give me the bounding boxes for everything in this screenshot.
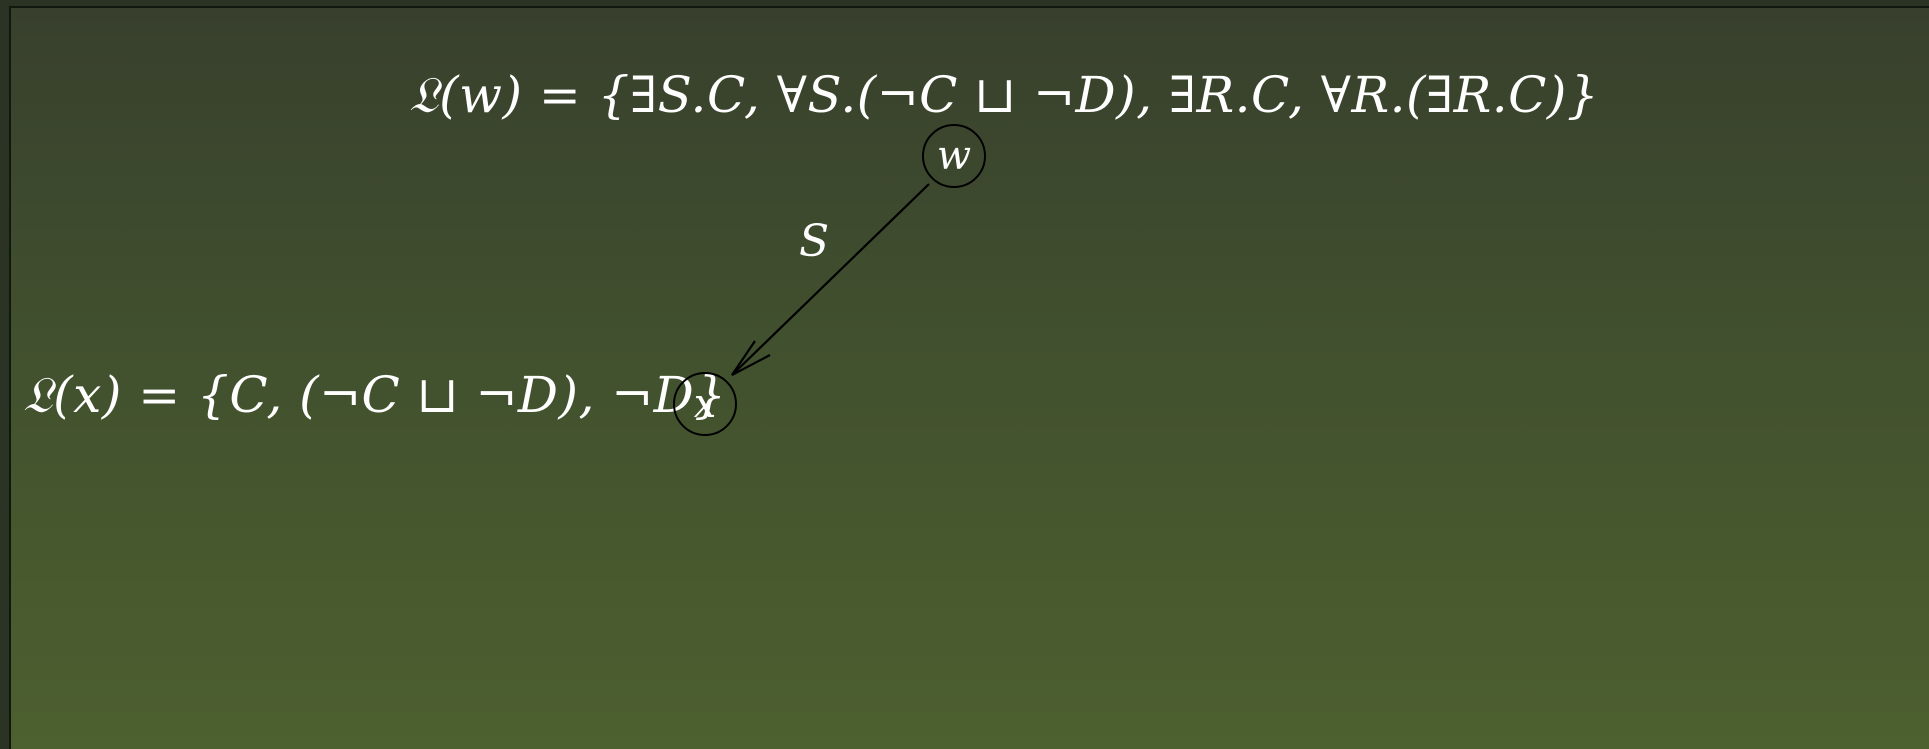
node-x-name: x — [693, 381, 717, 427]
node-x: x — [673, 372, 737, 436]
node-w-name: w — [936, 133, 972, 179]
node-w-label-set: 𝔏(w) = {∃S.C, ∀S.(¬C ⊔ ¬D), ∃R.C, ∀R.(∃R… — [409, 66, 1600, 124]
edge-w-to-x — [731, 183, 930, 376]
node-w: w — [922, 124, 986, 188]
node-x-label-set: 𝔏(x) = {C, (¬C ⊔ ¬D), ¬D} — [23, 366, 727, 424]
edge-w-to-x-line — [731, 183, 930, 376]
edge-w-to-x-label: S — [799, 216, 830, 267]
arrowhead-icon — [731, 340, 771, 376]
diagram-canvas: 𝔏(w) = {∃S.C, ∀S.(¬C ⊔ ¬D), ∃R.C, ∀R.(∃R… — [9, 6, 1929, 749]
